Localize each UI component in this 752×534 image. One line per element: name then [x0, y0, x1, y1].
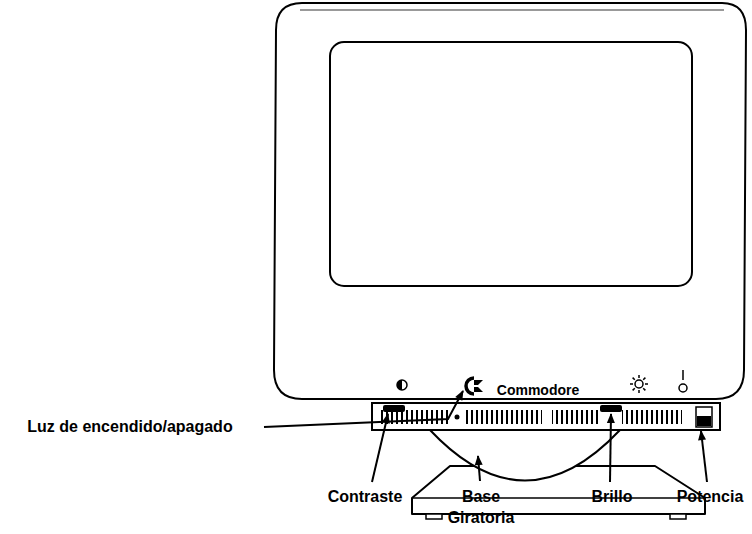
brand-text: Commodore	[497, 380, 579, 401]
leader-line	[372, 414, 388, 482]
leader-line	[610, 414, 611, 482]
power-symbol	[679, 370, 687, 392]
commodore-logo	[466, 378, 483, 394]
monitor-screen	[330, 42, 692, 286]
cabinet-depth-line	[300, 10, 724, 11]
part-label: Base Giratoria	[435, 486, 527, 528]
contrast-symbol	[397, 380, 407, 390]
leader-line	[701, 431, 707, 482]
part-label: Contraste	[328, 486, 403, 507]
leader-lines	[264, 391, 707, 482]
leader-line	[478, 456, 480, 481]
part-label: Potencia	[677, 486, 744, 507]
monitor-cabinet	[274, 3, 746, 399]
swivel-base	[430, 430, 620, 481]
leader-line	[264, 391, 463, 427]
part-label: Brillo	[592, 486, 633, 507]
control-strip	[372, 403, 720, 430]
part-label: Luz de encendido/apagado	[27, 416, 232, 437]
brightness-symbol	[630, 375, 648, 393]
